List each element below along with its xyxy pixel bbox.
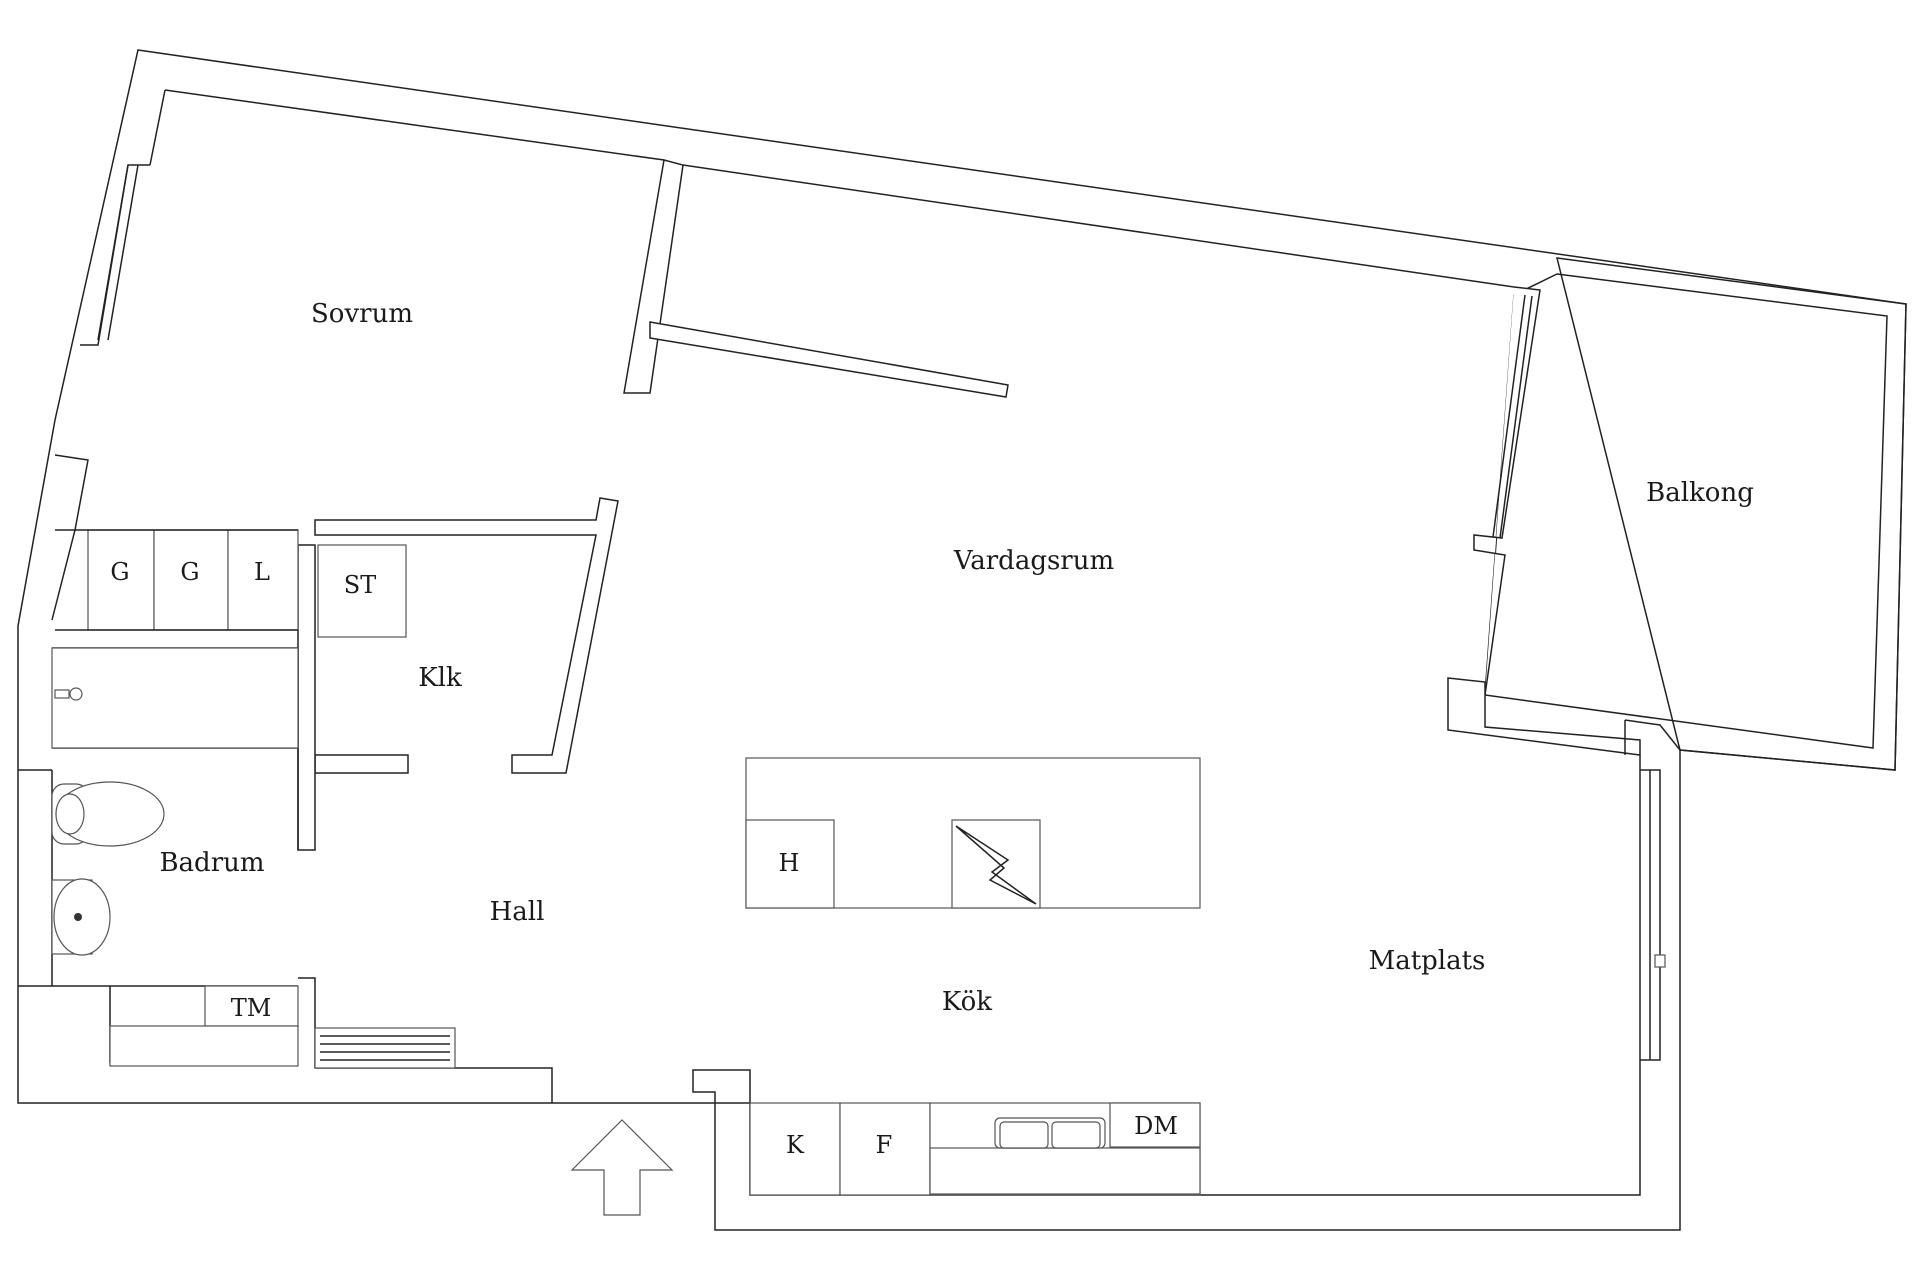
fixture-label-k: K [786, 1131, 805, 1159]
room-label-balkong: Balkong [1646, 478, 1754, 508]
storage-base-line [55, 529, 298, 631]
klk-bottom-wall-left [314, 754, 409, 774]
klk-left-wall [297, 544, 316, 851]
fixture-label-dm: DM [1134, 1112, 1178, 1140]
hall-bench [109, 1025, 299, 1067]
fixture-label-l: L [254, 558, 270, 586]
fixture-tm [204, 985, 299, 1027]
klk-right-wall [314, 497, 619, 774]
kitchen-sink-icon [994, 1117, 1106, 1149]
fixture-label-tm: TM [231, 994, 272, 1022]
toilet-icon [51, 781, 165, 847]
fixture-f [839, 1102, 931, 1196]
balkong-window [1492, 294, 1533, 539]
balkong-inner [1484, 273, 1888, 749]
matplats-window [1640, 769, 1661, 1061]
fixture-k [749, 1102, 841, 1196]
fixture-label-g2: G [180, 558, 199, 586]
radiator-icon [314, 1027, 456, 1069]
left-wall-lower [51, 454, 89, 621]
room-label-matplats: Matplats [1369, 946, 1486, 976]
room-label-hall: Hall [490, 897, 545, 927]
fixture-label-g1: G [110, 558, 129, 586]
balkong-door-wall [1473, 286, 1541, 696]
closet-st [317, 544, 407, 638]
window-left [97, 164, 139, 341]
bathtub-faucet-icon [54, 687, 83, 701]
room-label-badrum: Badrum [159, 848, 264, 878]
fixture-label-f: F [876, 1131, 893, 1159]
balkong-outline [1556, 257, 1907, 771]
entrance-wall [692, 1069, 751, 1104]
room-label-kok: Kök [942, 987, 992, 1017]
partition-wall-stub [649, 321, 1009, 398]
room-label-klk: Klk [418, 663, 462, 693]
entrance-arrow-icon [570, 1119, 674, 1216]
top-wall-inner [164, 89, 1515, 288]
room-label-sovrum: Sovrum [311, 299, 413, 329]
fixture-h [745, 819, 835, 909]
cooktop-icon [951, 819, 1041, 909]
partition-wall-sovrum [623, 159, 684, 394]
sink-icon [51, 878, 111, 956]
bathtub [51, 647, 299, 749]
sovrum-left-wall [80, 89, 166, 346]
fixture-label-st: ST [344, 571, 376, 599]
wall-outlet [1654, 954, 1666, 968]
closet-g2 [153, 529, 229, 631]
counter-front [929, 1147, 1201, 1195]
fixture-dm [1109, 1102, 1201, 1148]
room-label-vardagsrum: Vardagsrum [953, 546, 1114, 576]
wall-stub-matplats [1447, 677, 1641, 756]
fixture-label-h: H [779, 849, 800, 877]
